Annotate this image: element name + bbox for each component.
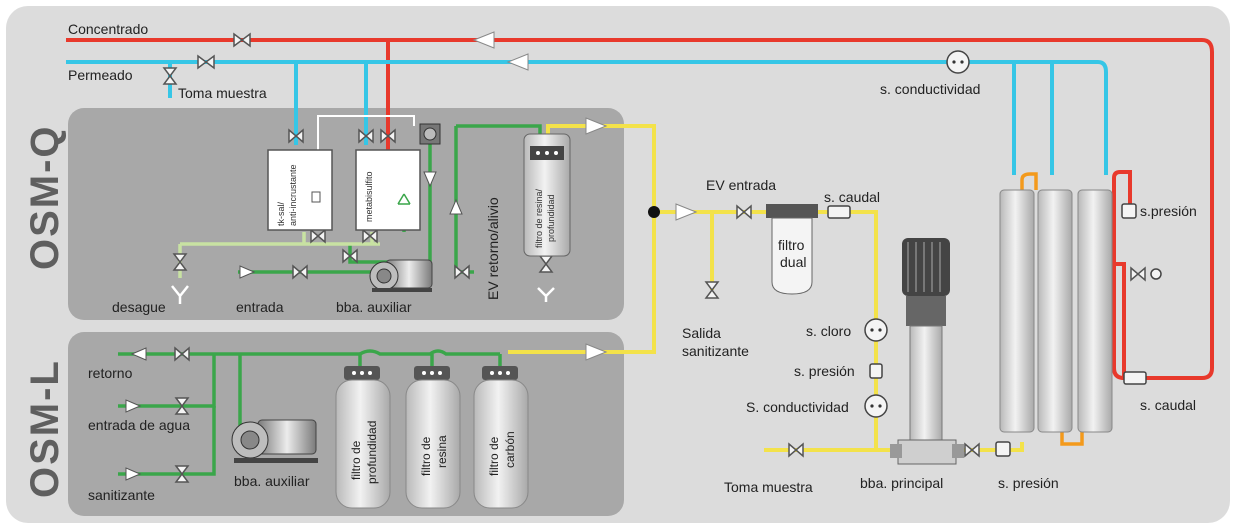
label-s-presion-mid: s. presión xyxy=(794,363,855,379)
filter-label-carbon-2: carbón xyxy=(503,431,517,468)
section-osm-q: OSM-Q xyxy=(23,124,67,270)
metabisulfito-tank xyxy=(355,149,421,231)
membrane-2 xyxy=(1037,189,1073,433)
membrane-1 xyxy=(999,189,1035,433)
label-s-presion-right: s.presión xyxy=(1140,203,1197,219)
label-filtro-dual-2: dual xyxy=(780,254,806,270)
label-bba-principal: bba. principal xyxy=(860,475,943,491)
label-s-conductividad-mid: S. conductividad xyxy=(746,399,849,415)
tank-label-resina-2: profundidad xyxy=(546,194,556,242)
feed-arrow-1 xyxy=(585,117,608,135)
filter-label-resina-1: filtro de xyxy=(419,436,433,476)
feed-arrow-2 xyxy=(675,203,698,221)
resina-profundidad-filter xyxy=(523,133,571,257)
filter-resina xyxy=(405,366,461,509)
tank-label-anti-1: tk-sal/ xyxy=(276,201,286,226)
dosing-unit-pump xyxy=(423,127,437,141)
filter-drain-symbol xyxy=(537,287,555,302)
label-desague: desague xyxy=(112,299,166,315)
feed-arrow-3 xyxy=(585,343,608,361)
label-salida-1: Salida xyxy=(682,325,721,341)
label-entrada: entrada xyxy=(236,299,284,315)
filter-label-resina-2: resina xyxy=(435,435,449,468)
anti-incrustante-tank xyxy=(267,149,333,231)
label-ev-entrada: EV entrada xyxy=(706,177,776,193)
label-filtro-dual-1: filtro xyxy=(778,237,805,253)
label-retorno: retorno xyxy=(88,365,133,381)
label-s-cloro: s. cloro xyxy=(806,323,851,339)
pump-aux-q xyxy=(369,259,433,292)
label-s-caudal-right: s. caudal xyxy=(1140,397,1196,413)
junction-dot xyxy=(648,206,660,218)
label-s-conductividad-top: s. conductividad xyxy=(880,81,980,97)
label-bba-auxiliar-q: bba. auxiliar xyxy=(336,299,412,315)
pump-principal xyxy=(890,238,964,465)
label-toma-muestra-top: Toma muestra xyxy=(178,85,267,101)
osm-q-panel xyxy=(68,108,624,320)
section-osm-l: OSM-L xyxy=(23,359,67,498)
filter-label-carbon-1: filtro de xyxy=(487,436,501,476)
tank-label-resina-1: filtro de resina/ xyxy=(534,188,544,248)
label-entrada-de-agua: entrada de agua xyxy=(88,417,190,433)
valves xyxy=(162,32,1146,483)
membrane-3 xyxy=(1077,189,1113,433)
label-salida-2: sanitizante xyxy=(682,343,749,359)
permeate-line xyxy=(66,60,1108,175)
filter-profundidad xyxy=(335,366,391,509)
concentrate-line xyxy=(66,38,1214,380)
label-bba-auxiliar-l: bba. auxiliar xyxy=(234,473,310,489)
label-s-presion-bottom: s. presión xyxy=(998,475,1059,491)
permeate-arrow xyxy=(506,53,529,71)
green-lines xyxy=(118,124,542,476)
sensor-dots xyxy=(870,60,964,408)
tank-label-metabisulfito: metabisulfito xyxy=(364,171,374,222)
label-s-caudal-mid: s. caudal xyxy=(824,189,880,205)
sensors xyxy=(827,50,1162,457)
concentrate-arrow xyxy=(472,31,495,49)
filter-carbon xyxy=(473,366,529,509)
grey-flow-arrows xyxy=(125,171,463,481)
label-permeado: Permeado xyxy=(68,67,133,83)
filtro-dual xyxy=(766,204,818,295)
drain-symbol xyxy=(171,285,189,304)
filter-label-profundidad-2: profundidad xyxy=(365,421,379,484)
label-ev-retorno: EV retorno/alivio xyxy=(485,197,501,300)
label-concentrado: Concentrado xyxy=(68,21,148,37)
orange-lines xyxy=(1020,172,1084,446)
pump-aux-l xyxy=(231,419,318,463)
filter-label-profundidad-1: filtro de xyxy=(349,440,363,480)
tank-label-anti-2: anti-incrustante xyxy=(288,164,298,226)
label-toma-muestra-bottom: Toma muestra xyxy=(724,479,813,495)
label-sanitizante: sanitizante xyxy=(88,487,155,503)
